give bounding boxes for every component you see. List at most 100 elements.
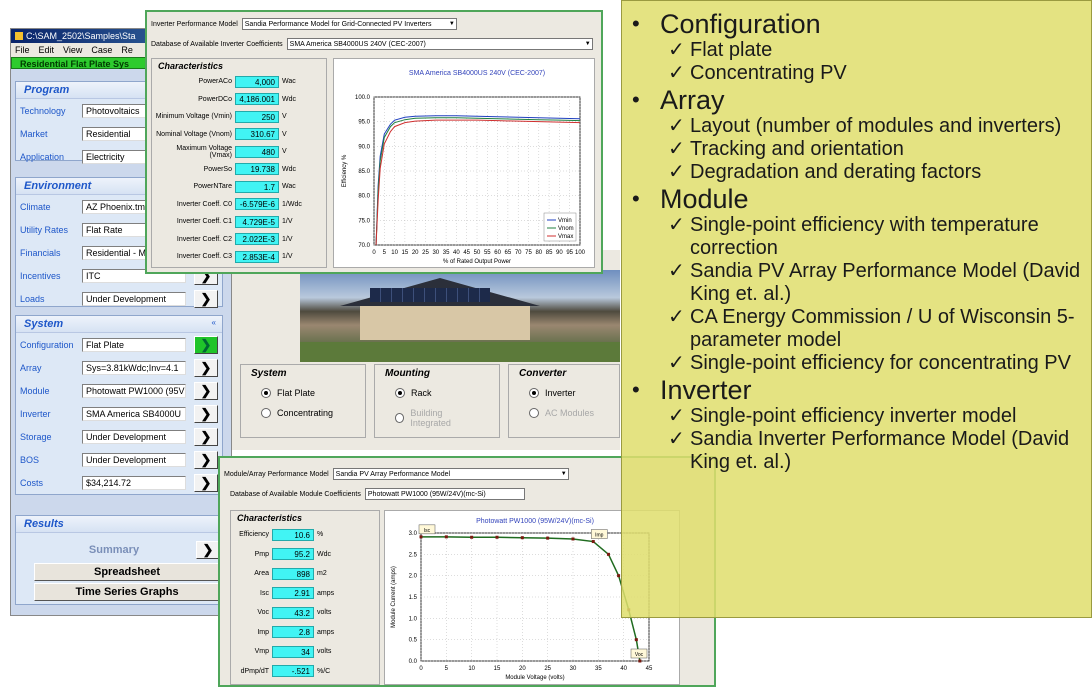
spreadsheet-button[interactable]: Spreadsheet (34, 563, 220, 581)
sidebar-row-arrow-button[interactable]: ❯ (194, 473, 218, 492)
characteristic-value: 10.6 (272, 528, 314, 541)
x-tick-label: 25 (422, 250, 429, 256)
module-char-title: Characteristics (237, 513, 303, 523)
bullet-dot-icon: • (632, 87, 640, 112)
x-tick-label: 95 (566, 250, 573, 256)
main-content: System Flat Plate Concentrating Mounting… (232, 250, 620, 450)
iv-point-marker (444, 535, 448, 539)
inverter-model-select[interactable]: Sandia Performance Model for Grid-Connec… (241, 18, 457, 30)
marker-text: Isc (424, 528, 431, 534)
module-db-select[interactable]: Photowatt PW1000 (95W/24V)(mc-Si) (364, 488, 525, 500)
rack-radio[interactable]: Rack (375, 382, 499, 398)
checkmark-icon: ✓ (668, 306, 685, 328)
characteristic-value: 4.729E-5 (235, 215, 279, 228)
sidebar-row-arrow-button[interactable]: ❯ (194, 358, 218, 377)
summary-label: Summary (88, 544, 140, 556)
characteristic-label: PowerDCo (198, 95, 232, 103)
flat-plate-radio[interactable]: Flat Plate (241, 382, 365, 398)
sidebar-row-value[interactable]: Under Development (82, 452, 186, 467)
radio-empty-icon (395, 413, 405, 423)
series-line-vnom (375, 117, 581, 246)
x-tick-label: 5 (445, 666, 449, 672)
characteristic-value: 480 (235, 145, 279, 158)
legend-label: Vmin (558, 218, 572, 224)
module-model-select[interactable]: Sandia PV Array Performance Model▼ (332, 468, 569, 480)
iv-marker-label: Isc (418, 524, 436, 535)
sidebar-row-value[interactable]: Photowatt PW1000 (95V (82, 383, 186, 398)
checkmark-icon: ✓ (668, 39, 685, 61)
characteristic-label: Pmp (254, 550, 269, 558)
flat-plate-label: Flat Plate (277, 388, 316, 398)
characteristic-unit: V (282, 113, 287, 121)
inverter-radio[interactable]: Inverter (509, 382, 619, 398)
sidebar-row-arrow-button[interactable]: ❯ (194, 381, 218, 400)
x-tick-label: 5 (383, 250, 387, 256)
summary-arrow-button[interactable]: ❯ (196, 541, 220, 559)
y-tick-label: 2.0 (409, 574, 418, 580)
rack-label: Rack (411, 388, 432, 398)
characteristic-unit: Wdc (282, 165, 296, 173)
x-tick-label: 45 (463, 250, 470, 256)
bullet-item-text: Sandia PV Array Performance Model (David… (690, 260, 1081, 305)
bullet-item-text: CA Energy Commission / U of Wisconsin 5-… (690, 306, 1075, 351)
y-tick-label: 80.0 (358, 194, 370, 200)
x-tick-label: 30 (432, 250, 439, 256)
characteristic-label: Maximum Voltage (Vmax) (176, 144, 232, 159)
bullet-dot-icon: • (632, 11, 640, 36)
characteristic-unit: Wac (282, 78, 296, 86)
characteristic-value: 898 (272, 567, 314, 580)
sidebar-row-value[interactable]: $34,214.72 (82, 475, 186, 490)
timeseries-button[interactable]: Time Series Graphs (34, 583, 220, 601)
sidebar-row-label: Utility Rates (20, 224, 69, 235)
y-tick-label: 85.0 (358, 169, 370, 175)
y-tick-label: 95.0 (358, 120, 370, 126)
converter-option-title: Converter (519, 368, 567, 379)
ac-modules-radio[interactable]: AC Modules (509, 398, 619, 418)
radio-selected-icon (529, 388, 539, 398)
menu-edit[interactable]: Edit (38, 45, 55, 55)
sidebar-row-label: Costs (20, 477, 44, 488)
inverter-char-title: Characteristics (158, 61, 224, 71)
characteristic-label: PowerSo (203, 165, 232, 173)
sidebar-row-arrow-button[interactable]: ❯ (194, 427, 218, 446)
sidebar-row-value[interactable]: Under Development (82, 429, 186, 444)
characteristic-unit: Wac (282, 183, 296, 191)
menu-re[interactable]: Re (121, 45, 133, 55)
summary-button[interactable]: Summary (34, 541, 194, 559)
sidebar-row-arrow-button[interactable]: ❯ (194, 289, 218, 308)
sidebar-row-arrow-button[interactable]: ❯ (194, 335, 218, 354)
characteristic-label: Inverter Coeff. C2 (176, 235, 232, 243)
sidebar-row-arrow-button[interactable]: ❯ (194, 450, 218, 469)
building-integrated-radio[interactable]: Building Integrated (375, 398, 499, 428)
characteristic-value: 2.8 (272, 626, 314, 639)
inverter-db-select[interactable]: SMA America SB4000US 240V (CEC-2007)▼ (286, 38, 593, 50)
sidebar-row-value[interactable]: Under Development (82, 291, 186, 306)
x-tick-label: 70 (515, 250, 522, 256)
sidebar-row-value[interactable]: SMA America SB4000U (82, 406, 186, 421)
characteristic-unit: 1/V (282, 253, 293, 261)
menu-view[interactable]: View (63, 45, 83, 55)
module-db-value: Photowatt PW1000 (95W/24V)(mc-Si) (367, 491, 486, 498)
chevron-right-icon: ❯ (200, 290, 212, 306)
collapse-icon[interactable]: « (211, 318, 216, 327)
y-tick-label: 100.0 (355, 95, 371, 101)
sidebar-row-value[interactable]: Sys=3.81kWdc;Inv=4.1 (82, 360, 186, 375)
sidebar-row-arrow-button[interactable]: ❯ (194, 404, 218, 423)
menu-case[interactable]: Case (91, 45, 113, 55)
chevron-right-icon: ❯ (200, 451, 212, 467)
y-axis-label: Module Current (amps) (391, 566, 397, 628)
iv-point-marker (470, 535, 474, 539)
x-tick-label: 10 (391, 250, 398, 256)
checkmark-icon: ✓ (668, 405, 685, 427)
concentrating-radio[interactable]: Concentrating (241, 398, 365, 418)
sidebar-row-value[interactable]: Flat Plate (82, 337, 186, 352)
bullet-dot-icon: • (632, 186, 640, 211)
menu-file[interactable]: File (15, 45, 30, 55)
